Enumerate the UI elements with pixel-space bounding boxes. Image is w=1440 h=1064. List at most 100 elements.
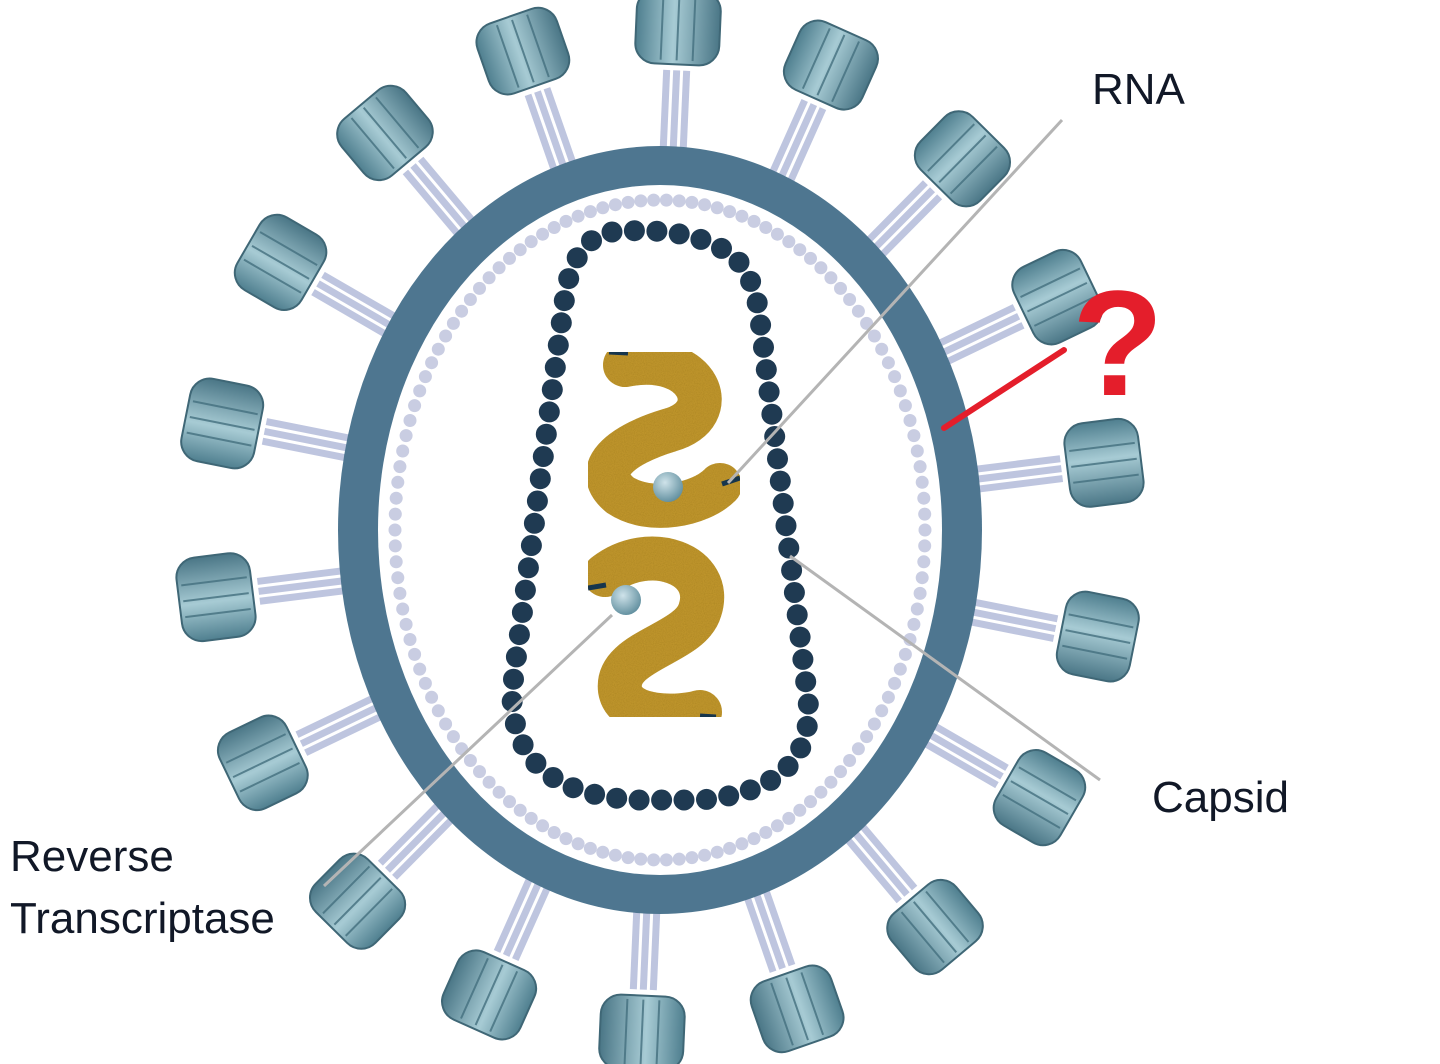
matrix-protein-dot <box>463 293 477 306</box>
matrix-protein-dot <box>898 399 912 413</box>
spike-stalk <box>775 103 818 184</box>
reverse-transcriptase-label-line2: Transcriptase <box>10 894 275 943</box>
capsid-bead <box>778 537 800 559</box>
matrix-protein-dot <box>723 205 737 219</box>
matrix-protein-dot <box>917 555 931 569</box>
matrix-protein-dot <box>503 795 516 809</box>
spike-head-segment <box>232 747 293 779</box>
matrix-protein-dot <box>634 194 648 208</box>
spike-head <box>749 964 845 1054</box>
spike-stalk <box>669 70 681 155</box>
matrix-protein-dot <box>393 586 407 600</box>
matrix-protein-dot <box>907 429 921 443</box>
spike-head-segment <box>259 231 318 266</box>
spike-stalk <box>377 798 445 866</box>
spike-stalk <box>940 322 1025 368</box>
matrix-protein-dot <box>917 491 931 505</box>
matrix-protein-dot <box>393 460 407 474</box>
spike-stalk <box>392 812 459 880</box>
matrix-protein-dot <box>439 329 453 343</box>
capsid-bead <box>584 783 606 805</box>
matrix-protein-dot <box>571 837 585 851</box>
reverse-transcriptase-pointer-line <box>322 613 614 888</box>
matrix-protein-dot <box>804 795 817 809</box>
matrix-protein-layer <box>388 193 932 867</box>
matrix-protein-dot <box>915 571 929 585</box>
spike-stalk <box>311 289 392 340</box>
capsid-bead <box>562 777 584 799</box>
spike-stalk <box>502 876 545 957</box>
capsid-bead <box>503 668 524 690</box>
matrix-protein-dot <box>913 586 927 600</box>
spike-head-segment <box>913 901 958 953</box>
spike-head-segment <box>333 877 382 926</box>
matrix-protein-dot <box>431 342 445 356</box>
matrix-protein-dot <box>793 803 807 817</box>
spike-stalk <box>918 737 999 789</box>
spike-head-segment <box>831 41 860 103</box>
capsid-bead <box>753 336 774 358</box>
spike-stalk <box>965 607 1057 633</box>
envelope-spike <box>441 872 554 1041</box>
matrix-protein-dot <box>413 662 427 676</box>
matrix-protein-dot <box>388 507 402 521</box>
capsid-bead <box>558 268 580 290</box>
spike-head <box>913 110 1012 208</box>
spike-head-segment <box>1027 281 1088 313</box>
spike-head-segment <box>460 957 489 1019</box>
envelope-spike <box>233 213 402 340</box>
spike-stalk <box>969 455 1061 474</box>
spike-stalk <box>932 304 1016 350</box>
matrix-protein-dot <box>621 851 635 865</box>
capsid-bead <box>797 693 819 715</box>
spike-stalk <box>261 437 353 463</box>
capsid-bead <box>532 446 554 467</box>
matrix-protein-dot <box>918 507 932 521</box>
capsid-bead <box>690 228 712 250</box>
capsid-bead <box>505 646 527 668</box>
matrix-protein-dot <box>875 704 889 718</box>
reverse-transcriptase-label-line1: Reverse <box>10 832 174 881</box>
matrix-protein-dot <box>843 754 857 767</box>
matrix-protein-dot <box>875 342 889 356</box>
matrix-protein-dot <box>659 193 673 207</box>
spike-stalk <box>875 194 943 262</box>
matrix-protein-dot <box>396 444 410 458</box>
spike-head <box>992 749 1087 847</box>
spike-head-segment <box>1018 766 1077 802</box>
spike-head <box>634 0 722 67</box>
spike-stalk <box>418 156 480 228</box>
spike-stalk <box>856 819 918 891</box>
spike-head-segment <box>1033 296 1095 327</box>
capsid-bead <box>550 312 572 334</box>
matrix-protein-dot <box>647 193 661 207</box>
matrix-protein-dot <box>898 647 912 661</box>
matrix-protein-dot <box>425 690 439 704</box>
pointer-lines <box>322 118 1101 888</box>
envelope-spike <box>336 84 480 241</box>
envelope-spike <box>634 0 722 155</box>
spike-stalk <box>649 905 661 991</box>
envelope-spike <box>918 720 1087 847</box>
capsid-bead <box>535 423 557 445</box>
spike-stalk <box>265 418 357 443</box>
envelope-spike <box>308 798 459 950</box>
matrix-protein-dot <box>723 841 737 855</box>
capsid-bead <box>796 715 818 737</box>
matrix-protein-dot <box>834 765 847 779</box>
spike-stalk <box>295 692 380 738</box>
capsid-pointer-line <box>789 554 1101 782</box>
capsid-bead <box>746 292 768 314</box>
capsid-bead <box>758 381 780 403</box>
matrix-protein-dot <box>888 676 902 690</box>
capsid-bead <box>786 604 808 626</box>
spike-head-segment <box>322 865 371 915</box>
spike-head <box>475 6 571 96</box>
spike-stalk <box>512 880 554 961</box>
matrix-protein-dot <box>851 304 865 318</box>
capsid-bead <box>750 314 772 336</box>
spike-head-segment <box>938 134 987 183</box>
spike-head-segment <box>800 972 825 1036</box>
envelope-spike <box>861 110 1012 262</box>
rna-label: RNA <box>1092 65 1185 114</box>
